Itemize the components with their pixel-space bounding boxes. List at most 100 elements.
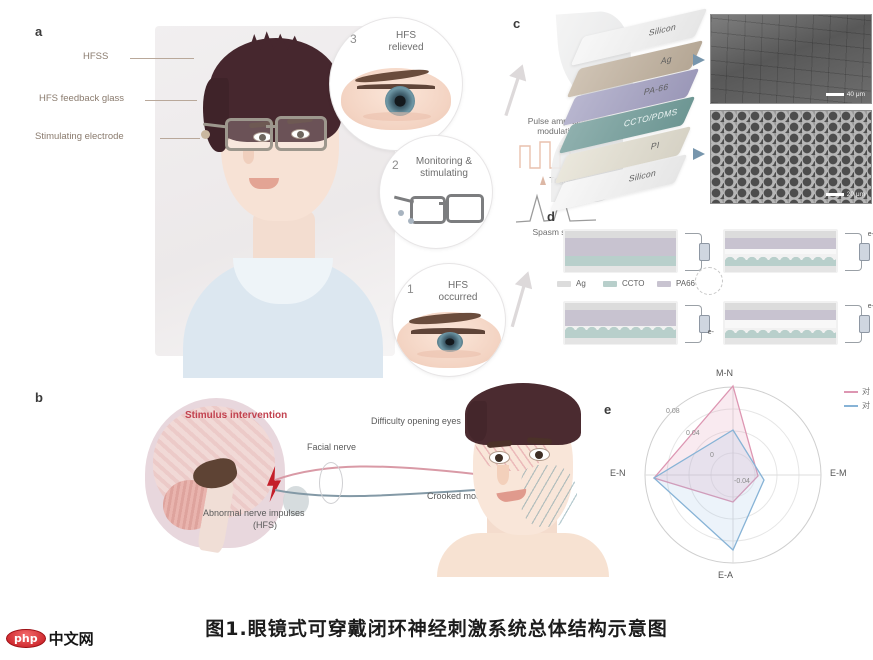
device-lens-right bbox=[446, 194, 484, 223]
label-hfs-abbrev: (HFS) bbox=[253, 520, 277, 530]
mouth-shape bbox=[249, 178, 279, 189]
watermark-chinese-text: 中文网 bbox=[48, 630, 94, 648]
panel-c: c Silicon Ag PA-66 CCTO/PDMS PI Silicon bbox=[505, 6, 872, 212]
radar-tick-neg004: -0.04 bbox=[734, 478, 750, 485]
layer-label-pa66: PA-66 bbox=[642, 81, 669, 98]
load-resistor-4 bbox=[859, 315, 870, 333]
device-sensor-dot-2 bbox=[408, 218, 414, 224]
glasses-device-illustration bbox=[392, 186, 484, 226]
panel-a: a HFSS HFS bbox=[35, 8, 597, 378]
radar-legend-swatch-1 bbox=[844, 390, 858, 393]
panel-e-letter: e bbox=[604, 402, 612, 417]
radar-legend: 对 对 bbox=[844, 386, 870, 414]
panel-b-letter: b bbox=[35, 390, 43, 405]
legend-label-pa66: PA66 bbox=[676, 279, 695, 288]
hair-shape bbox=[203, 38, 341, 152]
callout-1-number: 1 bbox=[407, 282, 414, 296]
sem-pointer-arrow-bottom bbox=[693, 148, 705, 160]
callout-3-title-line1: HFS bbox=[396, 30, 416, 41]
sem-image-bottom: 20 μm bbox=[710, 110, 872, 204]
tribo-state-approaching: e- bbox=[563, 301, 714, 345]
radar-legend-label-1: 对 bbox=[862, 387, 870, 396]
sem-scalebar-line-top bbox=[825, 93, 844, 96]
callout-3-hfs-relieved[interactable]: 3 HFS relieved bbox=[330, 18, 462, 150]
sem-scalebar-bottom: 20 μm bbox=[825, 191, 865, 198]
nose-shape bbox=[243, 148, 254, 164]
flow-arrow-lower bbox=[503, 269, 536, 330]
callout-1-title-line1: HFS bbox=[448, 280, 468, 291]
sem-image-top: 40 μm bbox=[710, 14, 872, 104]
radar-series-blue bbox=[652, 429, 765, 552]
layer-label-silicon-bottom: Silicon bbox=[627, 167, 657, 184]
glasses-bridge bbox=[266, 125, 277, 128]
patient-shoulders bbox=[437, 533, 609, 577]
radar-axis-label-en: E-N bbox=[610, 468, 626, 478]
patient-nose bbox=[497, 465, 509, 485]
watermark-php-badge: php bbox=[6, 629, 46, 648]
label-abnormal-nerve-impulses: Abnormal nerve impulses bbox=[203, 508, 305, 518]
callout-3-title-line2: relieved bbox=[388, 42, 424, 53]
radar-legend-swatch-2 bbox=[844, 404, 858, 407]
glasses-lens-left bbox=[225, 118, 273, 151]
panel-a-letter: a bbox=[35, 24, 43, 39]
caption-bar: 图1.眼镜式可穿戴闭环神经刺激系统总体结构示意图 php 中文网 bbox=[0, 600, 873, 660]
label-stimulating-electrode: Stimulating electrode bbox=[35, 131, 124, 142]
nerve-focus-ellipse bbox=[319, 462, 343, 504]
pulse-title-line1: Pulse amplitude bbox=[527, 116, 589, 126]
head-illustration bbox=[175, 30, 385, 378]
leader-line-feedback-glass bbox=[145, 100, 197, 101]
eye-spasm-illustration bbox=[397, 310, 501, 368]
radar-axis-label-mn: M-N bbox=[716, 368, 733, 378]
device-layer-stack: Silicon Ag PA-66 CCTO/PDMS PI Silicon bbox=[545, 8, 725, 212]
panel-d-legend-pa66: PA66 bbox=[657, 279, 695, 288]
spasm-waveform-svg bbox=[515, 189, 597, 223]
layer-label-silicon-top: Silicon bbox=[647, 21, 677, 38]
sem-scale-text-bottom: 20 μm bbox=[846, 191, 865, 198]
callout-1-hfs-occurred[interactable]: 1 HFS occurred bbox=[393, 264, 505, 376]
stimulating-electrode-node bbox=[201, 130, 210, 139]
legend-swatch-ag bbox=[557, 280, 571, 287]
legend-label-ccto: CCTO bbox=[622, 279, 645, 288]
legend-swatch-ccto bbox=[603, 280, 617, 287]
radar-series-pink bbox=[652, 384, 759, 503]
tribo-state-separating: e- bbox=[723, 229, 873, 273]
hfs-feedback-glasses bbox=[201, 116, 345, 151]
callout-2-title-line1: Monitoring & bbox=[415, 156, 473, 167]
layer-label-ag: Ag bbox=[659, 53, 673, 67]
patient-eye-left bbox=[489, 451, 510, 464]
nerve-branch-overlay bbox=[521, 465, 577, 527]
leader-line-electrode bbox=[160, 138, 200, 139]
panel-e: e M-N E-M E-A E-N bbox=[600, 368, 872, 600]
patient-face-illustration bbox=[435, 383, 610, 577]
radar-legend-item-1: 对 bbox=[844, 386, 870, 397]
callout-2-number: 2 bbox=[392, 158, 399, 172]
sem-pointer-arrow-top bbox=[693, 54, 705, 66]
trigger-arrow-icon bbox=[540, 175, 547, 185]
tribo-state-separated: e- bbox=[723, 301, 873, 345]
electron-flow-4: e- bbox=[867, 303, 873, 310]
figure-caption: 图1.眼镜式可穿戴闭环神经刺激系统总体结构示意图 bbox=[205, 618, 668, 640]
panel-d-letter: d bbox=[547, 209, 555, 224]
label-crooked-mouth: Crooked mouth bbox=[427, 491, 489, 501]
radar-tick-008: 0.08 bbox=[666, 408, 680, 415]
label-stimulus-intervention: Stimulus intervention bbox=[185, 410, 288, 421]
radar-legend-item-2: 对 bbox=[844, 400, 870, 411]
glasses-lens-right bbox=[275, 116, 327, 151]
callout-1-title-line2: occurred bbox=[438, 292, 478, 303]
legend-label-ag: Ag bbox=[576, 279, 586, 288]
leader-line-hfss bbox=[130, 58, 194, 59]
sem-scalebar-line-bottom bbox=[825, 193, 844, 196]
radar-axis-label-ea: E-A bbox=[718, 570, 734, 580]
radar-chart-svg bbox=[644, 384, 822, 564]
label-difficulty-opening-eyes: Difficulty opening eyes bbox=[371, 416, 461, 426]
tribo-state-contact bbox=[563, 229, 710, 273]
label-hfs-feedback-glass: HFS feedback glass bbox=[39, 93, 125, 104]
electron-flow-3: e- bbox=[707, 329, 714, 336]
load-resistor-3 bbox=[699, 315, 710, 333]
callout-2-monitoring-stimulating[interactable]: 2 Monitoring & stimulating bbox=[380, 136, 492, 248]
callout-3-number: 3 bbox=[350, 32, 357, 46]
patient-hair bbox=[465, 383, 581, 445]
radar-chart: M-N E-M E-A E-N 0.08 0.04 0 -0.04 bbox=[610, 368, 847, 580]
device-lens-left bbox=[410, 196, 446, 224]
layer-label-pi: PI bbox=[650, 139, 661, 152]
